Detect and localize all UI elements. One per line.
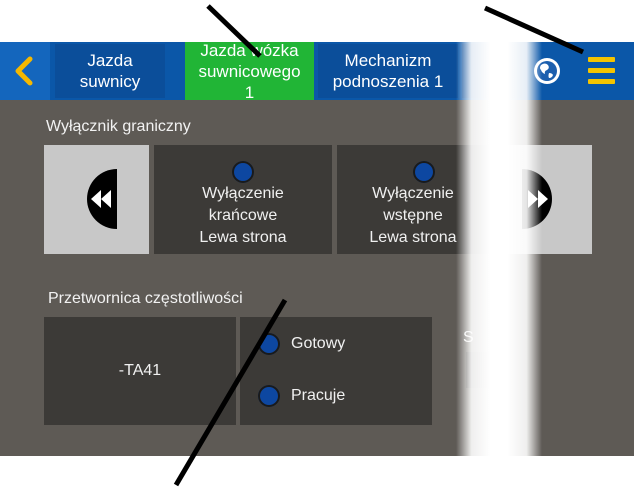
device-name: -TA41 <box>118 362 162 379</box>
inverter-status-tile: Gotowy Pracuje <box>240 317 432 425</box>
inverter-title: Przetwornica częstotliwości <box>48 290 243 307</box>
menu-button[interactable] <box>575 42 634 100</box>
tab-hoist-mechanism[interactable]: Mechanizm podnoszenia 1 <box>318 44 458 98</box>
running-led <box>258 385 280 407</box>
annotation-line <box>206 4 262 58</box>
limit-switch-label: Wyłączenie krańcowe Lewa strona <box>199 185 287 246</box>
limit-switch-label: Wyłączenie wstępne Lewa strona <box>369 185 457 246</box>
tab-crane-travel[interactable]: Jazda suwnicy <box>55 44 165 98</box>
annotation-line <box>483 5 585 55</box>
annotation-line <box>173 298 288 487</box>
status-led <box>413 161 435 183</box>
bottom-margin <box>0 456 634 490</box>
limit-switch-final-left: Wyłączenie krańcowe Lewa strona <box>154 145 332 254</box>
previous-button[interactable] <box>44 145 149 254</box>
running-label: Pracuje <box>291 387 346 404</box>
glare-streak <box>456 38 542 456</box>
double-chevron-left-icon <box>87 169 117 229</box>
inverter-device-tile: -TA41 <box>44 317 236 425</box>
chevron-left-icon <box>15 56 33 86</box>
ready-label: Gotowy <box>291 335 346 352</box>
back-button[interactable] <box>0 42 50 100</box>
limit-switch-title: Wyłącznik graniczny <box>46 118 191 135</box>
status-led <box>232 161 254 183</box>
tab-trolley-travel[interactable]: Jazda wózka suwnicowego 1 <box>185 41 314 102</box>
